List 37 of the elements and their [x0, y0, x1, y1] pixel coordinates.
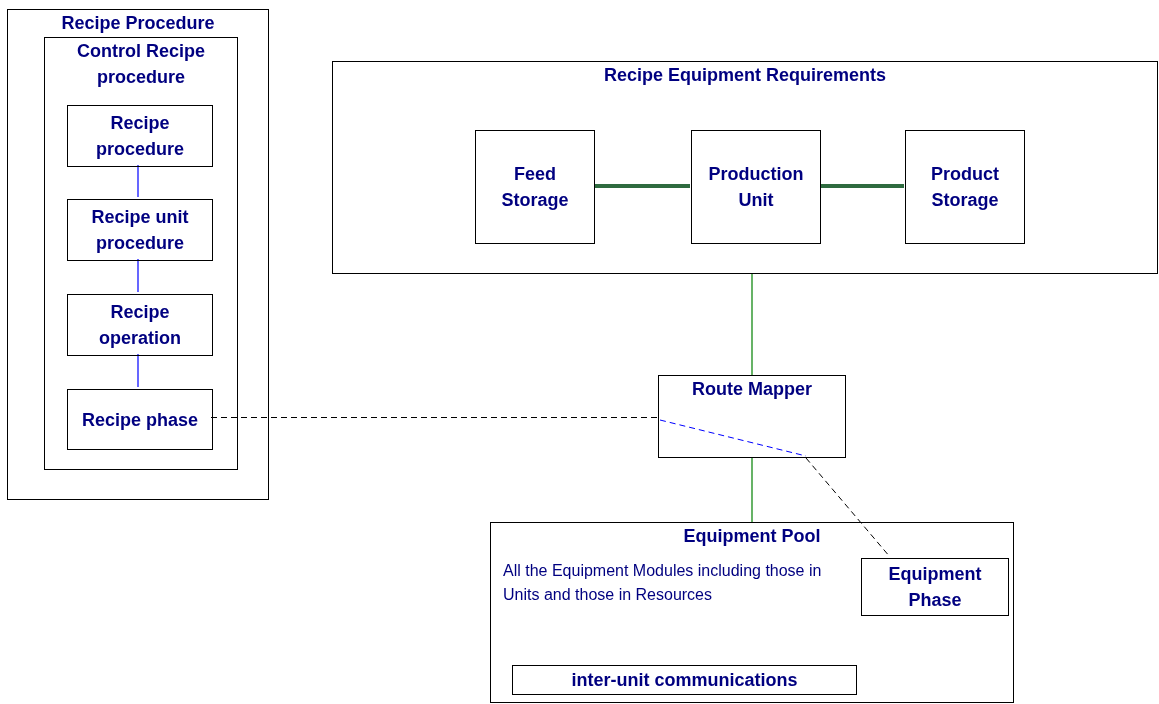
- process-box: [905, 130, 1025, 244]
- process-box: [475, 130, 595, 244]
- box-label: Recipe unit procedure: [90, 206, 190, 255]
- process-box: [67, 389, 213, 450]
- box-label: Feed Storage: [500, 163, 570, 212]
- process-box: [67, 294, 213, 356]
- connector-line: [137, 258, 139, 293]
- connector-line: [137, 353, 139, 388]
- box-title: Equipment Pool: [682, 525, 822, 548]
- box-title: Recipe Procedure: [60, 12, 216, 35]
- box-title: Route Mapper: [691, 378, 813, 401]
- box-title: Control Recipe procedure: [76, 40, 206, 89]
- process-box: [67, 199, 213, 261]
- process-box: [691, 130, 821, 244]
- box-label: Equipment Phase: [887, 563, 983, 612]
- container-box: [44, 37, 238, 470]
- box-label: Recipe procedure: [95, 112, 185, 161]
- container-box: [332, 61, 1158, 274]
- container-box: [658, 375, 846, 458]
- container-box: [490, 522, 1014, 703]
- connector-line: [751, 457, 753, 523]
- description-text: All the Equipment Modules including those in Units and those in Resources: [503, 561, 823, 605]
- connector-line: [137, 164, 139, 198]
- box-label: inter-unit communications: [570, 669, 799, 692]
- box-label: Production Unit: [707, 163, 805, 212]
- connector-line: [594, 184, 690, 188]
- process-box: [67, 105, 213, 167]
- box-label: Recipe operation: [98, 301, 182, 350]
- connector-line: [820, 184, 904, 188]
- box-label: Product Storage: [930, 163, 1000, 212]
- box-title: Recipe Equipment Requirements: [602, 64, 888, 87]
- container-box: [7, 9, 269, 500]
- process-box: [512, 665, 857, 695]
- connector-line: [751, 273, 753, 376]
- process-box: [861, 558, 1009, 616]
- dashed-connector: [210, 417, 659, 418]
- box-label: Recipe phase: [80, 408, 200, 432]
